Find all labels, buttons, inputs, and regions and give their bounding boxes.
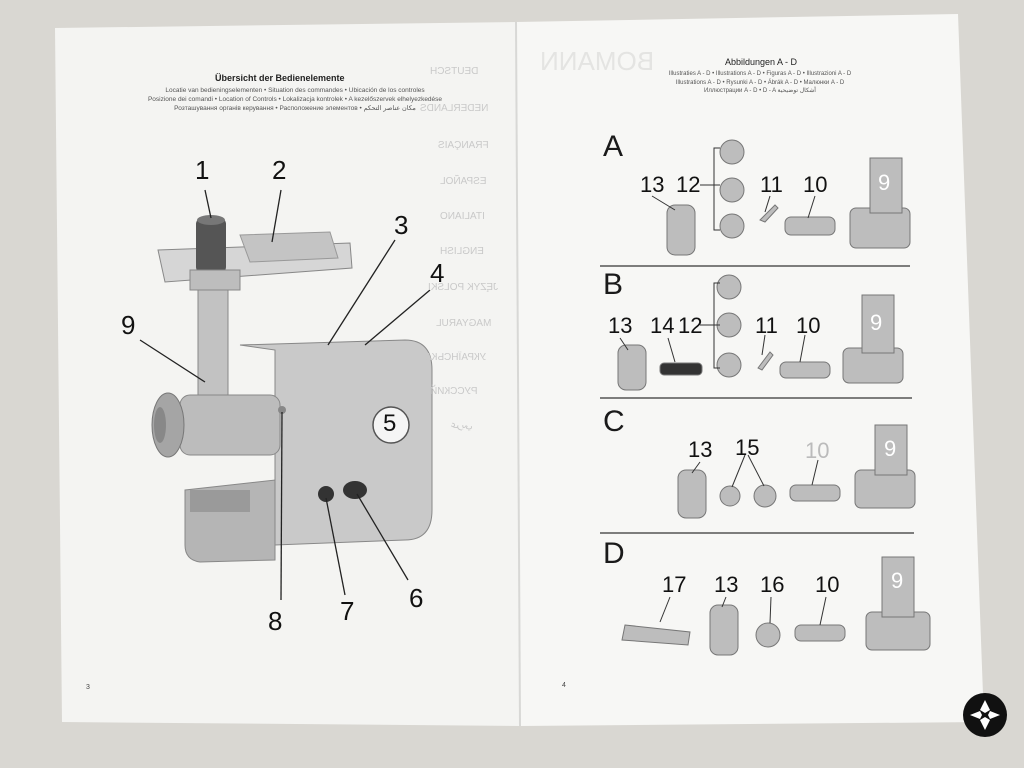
bleed-text: MAGYARUL	[436, 318, 492, 329]
bleed-text: ITALIANO	[440, 211, 485, 222]
subtitle-line: Locatie van bedieningselementen • Situat…	[165, 87, 425, 94]
bleed-text: УКРАЇНСЬКА	[425, 352, 487, 363]
part-label: 12	[678, 313, 703, 338]
subtitle-line: Posizione dei comandi • Location of Cont…	[147, 96, 443, 103]
part-label: 14	[650, 313, 675, 338]
section-letter: C	[603, 405, 625, 438]
section-letter: B	[603, 268, 624, 301]
part-label: 13	[608, 313, 633, 338]
bleed-text: عربي	[450, 420, 473, 431]
page-number: 3	[86, 684, 90, 691]
page-number: 4	[562, 682, 566, 689]
right-page-subtitle: Illustraties A - D • Illustrations A - D…	[630, 70, 890, 96]
part-label: 9	[891, 568, 904, 593]
callout-8: 8	[268, 606, 283, 636]
part-label: 13	[640, 172, 665, 197]
watermark-logo	[963, 693, 1007, 737]
bleed-text: ESPAÑOL	[440, 176, 487, 187]
callout-6: 6	[409, 583, 424, 613]
part-label: 17	[662, 572, 687, 597]
callout-1: 1	[195, 155, 210, 185]
bleed-text: DEUTSCH	[430, 66, 479, 77]
subtitle-line: Иллюстрации A - D • D - A أشكال توضيحية	[704, 88, 816, 94]
meat-grinder-illustration	[151, 215, 433, 563]
part-label: 10	[803, 172, 828, 197]
callout-9: 9	[121, 310, 136, 340]
callout-3: 3	[394, 210, 409, 240]
callout-2: 2	[272, 155, 287, 185]
part-label: 11	[760, 172, 783, 197]
part-label: 9	[884, 436, 897, 461]
part-label: 10	[796, 313, 821, 338]
part-label: 15	[735, 435, 760, 460]
subtitle-line: Illustraties A - D • Illustrations A - D…	[668, 71, 852, 77]
callout-leaders	[139, 189, 431, 601]
callout-5: 5	[383, 410, 397, 437]
section-letter: A	[603, 130, 624, 163]
callout-4: 4	[430, 258, 445, 288]
bleed-text: FRANÇAIS	[438, 140, 489, 151]
callout-7: 7	[340, 596, 355, 626]
part-label: 13	[714, 572, 739, 597]
section-letter: D	[603, 537, 625, 570]
bleed-text: ENGLISH	[440, 246, 484, 257]
parts-illustrations	[617, 139, 931, 656]
part-label: 13	[688, 437, 713, 462]
right-page	[516, 14, 984, 726]
bleed-text: РУССКИЙ	[430, 386, 478, 397]
left-page-subtitle: Locatie van bedieningselementen • Situat…	[125, 86, 465, 113]
part-leaders	[619, 147, 827, 626]
part-label: 10	[815, 572, 840, 597]
part-label: 10	[805, 438, 830, 463]
part-label: 12	[676, 172, 701, 197]
part-label: 16	[760, 572, 785, 597]
part-label: 9	[870, 310, 883, 335]
part-label: 11	[755, 313, 778, 338]
subtitle-line: Розташування органів керування • Располо…	[174, 105, 416, 112]
left-page-title: Übersicht der Bedienelemente	[215, 73, 345, 83]
subtitle-line: Illustrations A - D • Rysunki A - D • Áb…	[675, 79, 845, 86]
right-page-title: Abbildungen A - D	[725, 57, 798, 67]
part-label: 9	[878, 170, 891, 195]
